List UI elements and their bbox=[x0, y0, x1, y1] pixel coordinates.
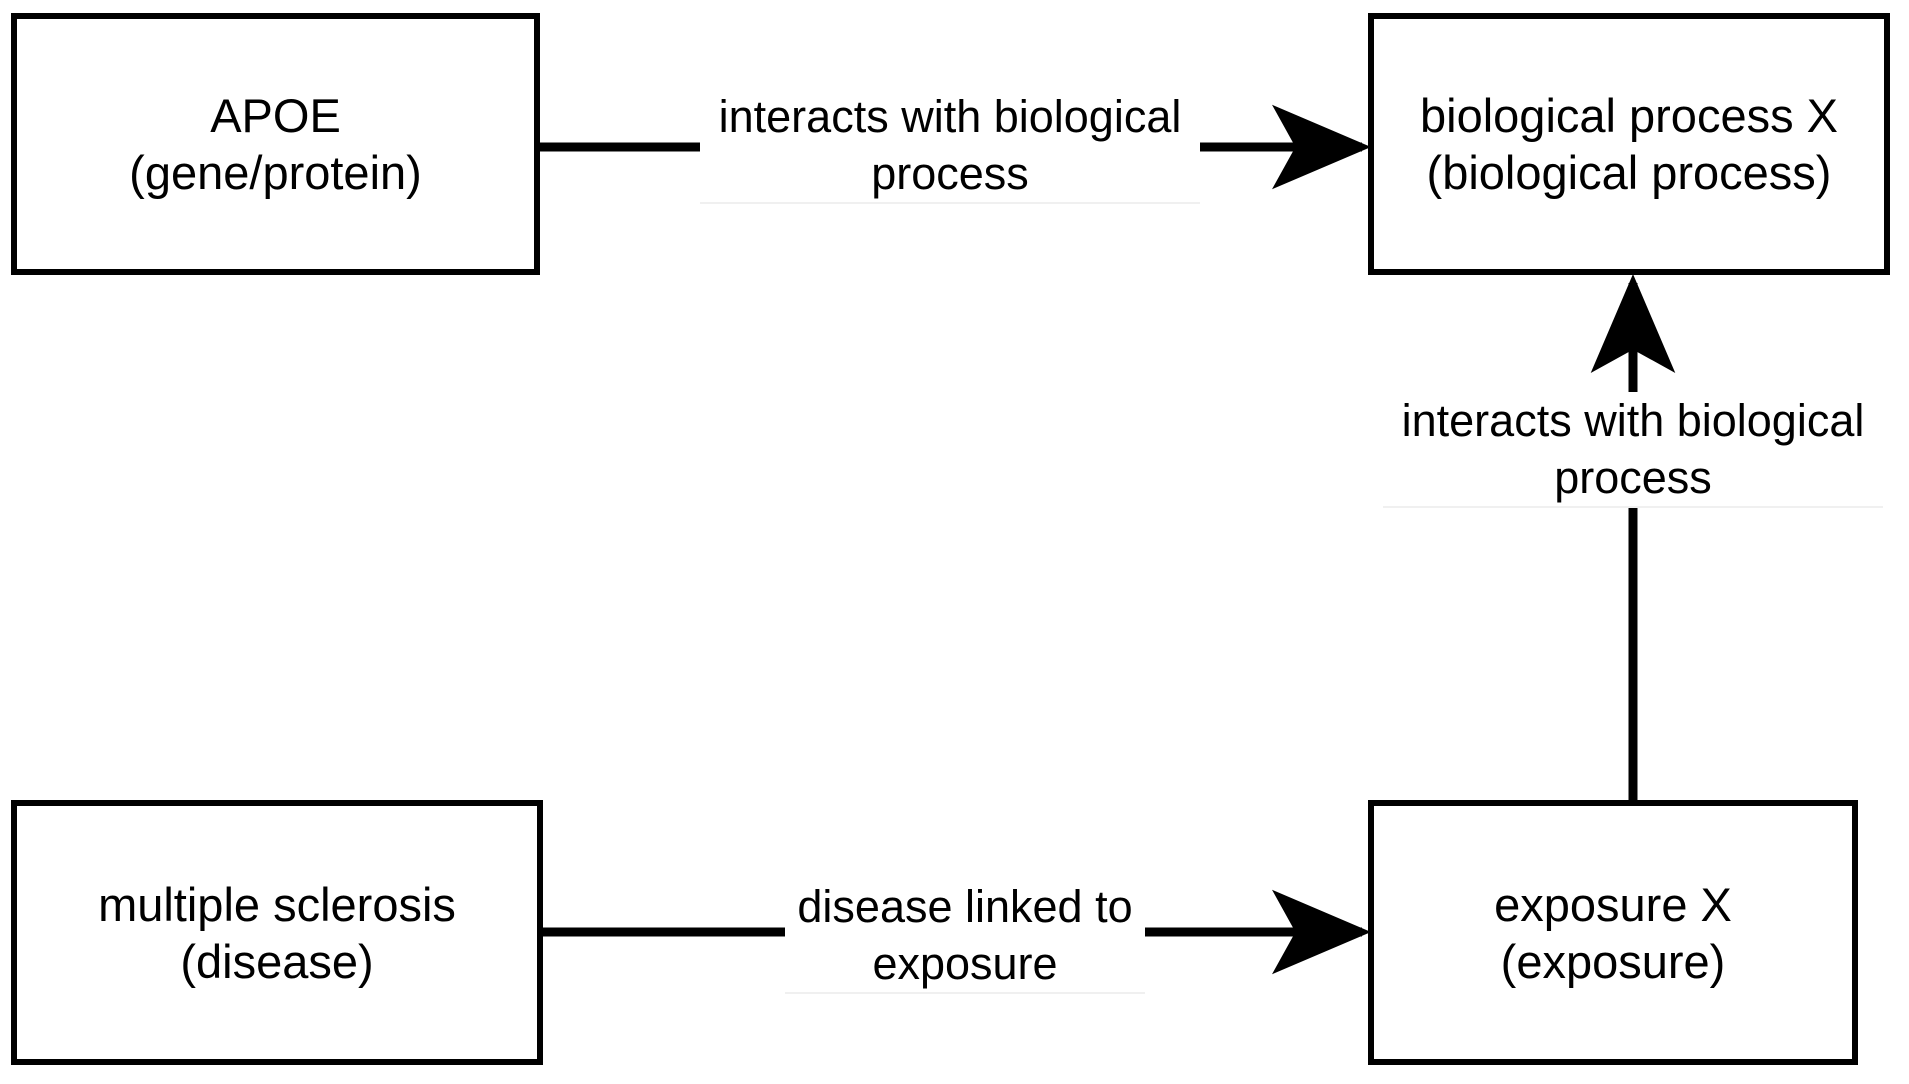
edge-label-line2: process bbox=[871, 148, 1029, 199]
edge-label-line2: exposure bbox=[872, 938, 1058, 989]
node-exposure-x-label: exposure X bbox=[1494, 877, 1732, 931]
node-apoe-type: (gene/protein) bbox=[129, 146, 422, 199]
edge-label-apoe-to-biological-process-x: interacts with biological process bbox=[700, 88, 1200, 204]
edge-label-line1: disease linked to bbox=[797, 881, 1133, 932]
node-biological-process-x-type: (biological process) bbox=[1426, 146, 1832, 199]
node-multiple-sclerosis-label: multiple sclerosis bbox=[98, 877, 456, 931]
node-exposure-x[interactable]: exposure X (exposure) bbox=[1368, 800, 1858, 1065]
node-multiple-sclerosis-type: (disease) bbox=[180, 934, 374, 988]
edge-label-multiple-sclerosis-to-exposure-x: disease linked to exposure bbox=[785, 878, 1145, 994]
node-apoe[interactable]: APOE (gene/protein) bbox=[11, 13, 540, 275]
node-multiple-sclerosis[interactable]: multiple sclerosis (disease) bbox=[11, 800, 543, 1065]
node-exposure-x-type: (exposure) bbox=[1500, 934, 1726, 988]
edge-label-line1: interacts with biological bbox=[718, 91, 1182, 142]
node-biological-process-x-label: biological process X bbox=[1420, 89, 1838, 142]
edge-label-line2: process bbox=[1554, 452, 1712, 503]
edge-label-line1: interacts with biological bbox=[1401, 395, 1865, 446]
edge-label-exposure-x-to-biological-process-x: interacts with biological process bbox=[1383, 392, 1883, 508]
node-biological-process-x[interactable]: biological process X (biological process… bbox=[1368, 13, 1890, 275]
node-apoe-label: APOE bbox=[210, 89, 341, 142]
